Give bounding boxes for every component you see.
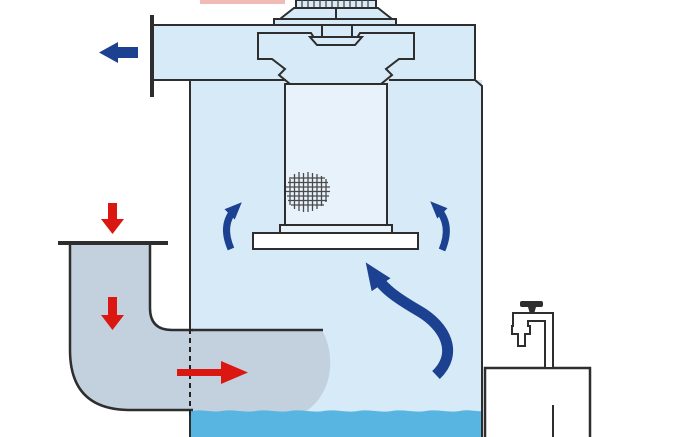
inlet-pipe — [70, 243, 331, 413]
motor — [273, 0, 397, 26]
fan-shaft — [321, 24, 353, 38]
outlet-arrow-left — [99, 42, 138, 63]
rotor-drum — [252, 83, 419, 250]
outlines — [58, 15, 483, 437]
fan-hub — [307, 36, 365, 46]
circulation-arrow-right — [430, 201, 450, 252]
circulation-arrow-main — [365, 262, 453, 379]
drum-flange — [279, 224, 393, 234]
cropped-red-artifact — [200, 0, 285, 4]
faucet-body — [511, 312, 554, 369]
spray-plate — [252, 232, 419, 250]
motor-fin-lines — [301, 0, 369, 8]
drum-cylinder — [284, 83, 388, 226]
water — [190, 410, 482, 437]
faucet-handle-stem — [528, 307, 536, 314]
inflow-spread — [192, 330, 331, 413]
inlet-arrow-down-2 — [101, 297, 124, 330]
circulation-arrow-left — [223, 202, 242, 251]
fan-unit — [257, 24, 415, 85]
faucet — [511, 301, 554, 369]
inlet-arrow-right — [177, 361, 248, 384]
air-flow-arrows — [99, 42, 453, 379]
inlet-arrow-down-1 — [101, 203, 124, 234]
inlet-flow-arrows — [101, 203, 248, 384]
drain-container — [483, 366, 592, 437]
mesh-screen-icon — [286, 172, 330, 212]
pipe-fill — [70, 243, 192, 410]
faucet-handle — [520, 301, 543, 307]
